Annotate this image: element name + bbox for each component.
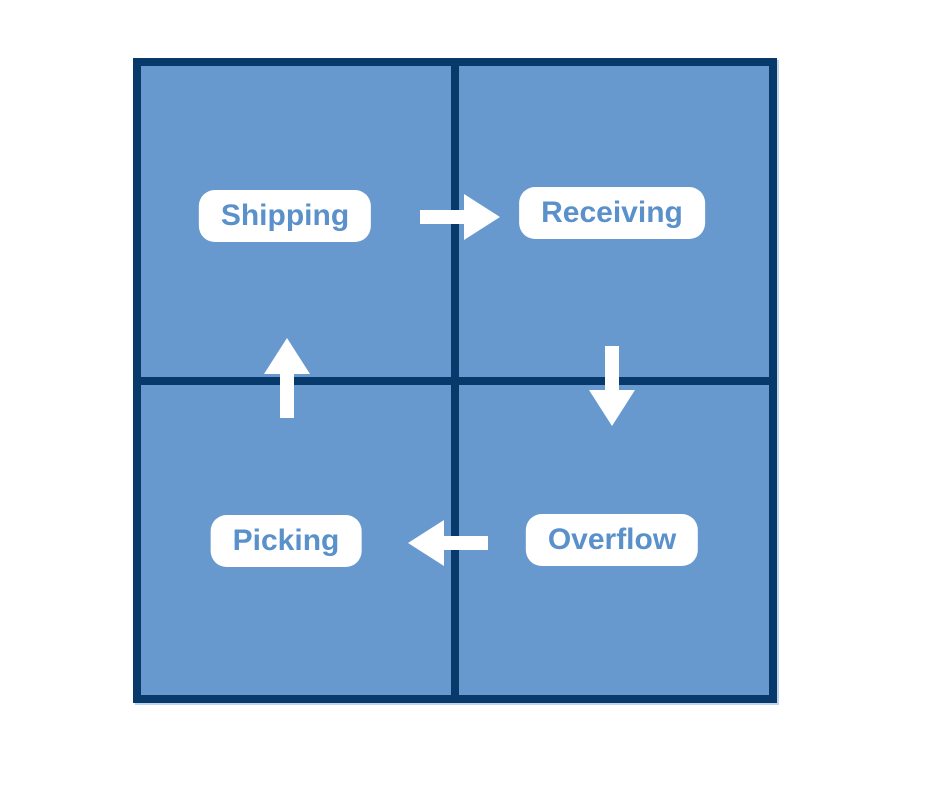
- quadrant-grid: [133, 58, 777, 703]
- zone-label-picking: Picking: [210, 515, 362, 567]
- zone-label-shipping: Shipping: [198, 190, 372, 242]
- arrow-overflow-to-picking-icon: [408, 520, 488, 566]
- arrow-shipping-to-receiving-icon: [420, 194, 500, 240]
- zone-label-overflow: Overflow: [525, 514, 699, 566]
- zone-label-receiving: Receiving: [519, 187, 705, 239]
- arrow-receiving-to-overflow-icon: [589, 346, 635, 426]
- arrow-picking-to-shipping-icon: [264, 338, 310, 418]
